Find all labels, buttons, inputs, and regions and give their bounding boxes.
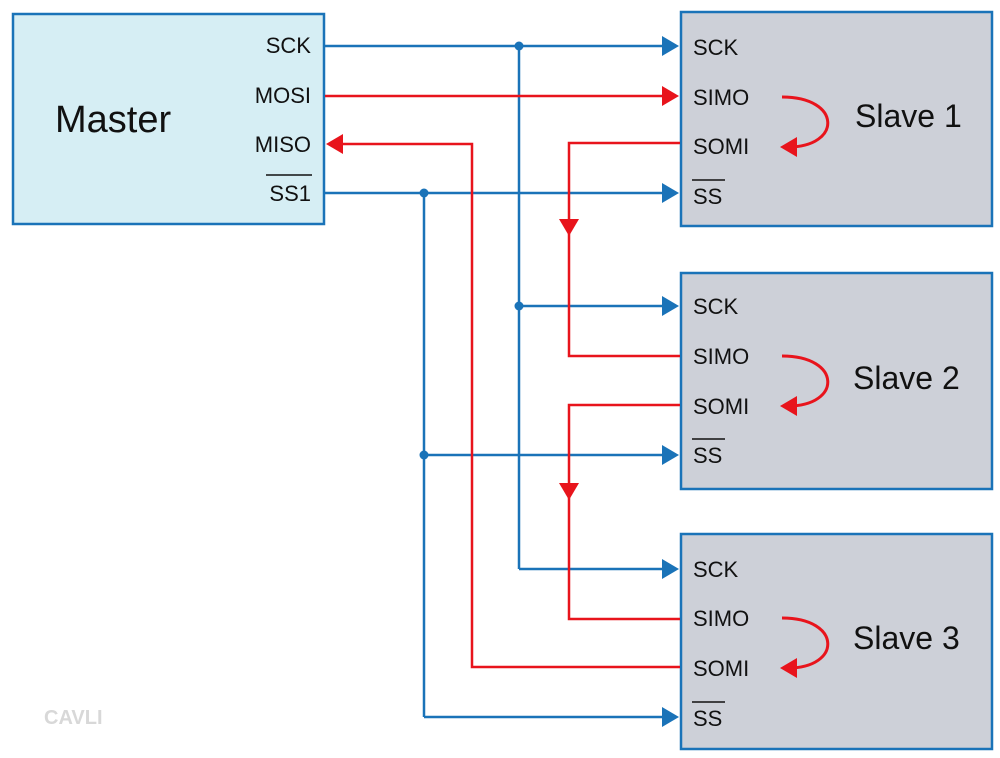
slave-1-internal-loop-arrow bbox=[781, 95, 830, 149]
slave-1-pin-ss: SS bbox=[693, 184, 722, 209]
slave-1-loop-arrowhead bbox=[780, 137, 797, 157]
watermark-logo: CAVLI bbox=[44, 707, 103, 729]
miso-arrowhead bbox=[326, 134, 343, 154]
slave-3-pin-sck: SCK bbox=[693, 557, 739, 582]
slave-1-title: Slave 1 bbox=[855, 98, 962, 134]
slave-2-internal-loop-arrow bbox=[781, 354, 830, 408]
slave-2-box: Slave 2 SCK SIMO SOMI SS bbox=[679, 271, 994, 491]
slave-2-pin-simo: SIMO bbox=[693, 344, 749, 369]
slave-2-pin-sck: SCK bbox=[693, 294, 739, 319]
slave-1-pin-simo: SIMO bbox=[693, 85, 749, 110]
mosi-arrowhead bbox=[662, 86, 679, 106]
slave-3-box: Slave 3 SCK SIMO SOMI SS bbox=[679, 532, 994, 751]
chain-somi1-to-simo2 bbox=[567, 141, 680, 358]
slave-2-pin-somi: SOMI bbox=[693, 394, 749, 419]
sck-arrowheads bbox=[662, 36, 679, 579]
chain-1-2-down-arrow bbox=[559, 219, 579, 236]
slave-1-pin-somi: SOMI bbox=[693, 134, 749, 159]
slave-3-loop-arrowhead bbox=[780, 658, 797, 678]
slave-3-title: Slave 3 bbox=[853, 620, 960, 656]
slave-3-pin-simo: SIMO bbox=[693, 606, 749, 631]
master-pin-miso: MISO bbox=[255, 132, 311, 157]
master-title: Master bbox=[55, 99, 171, 141]
slave-1-box: Slave 1 SCK SIMO SOMI SS bbox=[679, 10, 994, 228]
slave-1-pin-sck: SCK bbox=[693, 35, 739, 60]
slave-2-title: Slave 2 bbox=[853, 360, 960, 396]
slave-2-loop-arrowhead bbox=[780, 396, 797, 416]
ss-junction-dot-1 bbox=[419, 188, 429, 198]
slave-2-pin-ss: SS bbox=[693, 443, 722, 468]
miso-return-line bbox=[343, 142, 680, 669]
ss-junction-dot-2 bbox=[419, 450, 429, 460]
sck-junction-dot-2 bbox=[514, 301, 524, 311]
master-pin-ss1: SS1 bbox=[269, 181, 311, 206]
ss-bus bbox=[325, 191, 662, 719]
master-box: Master SCK MOSI MISO SS1 bbox=[11, 12, 326, 226]
ss-arrowheads bbox=[662, 183, 679, 727]
sck-junction-dot-1 bbox=[514, 41, 524, 51]
slave-3-internal-loop-arrow bbox=[781, 616, 830, 670]
sck-bus bbox=[325, 44, 662, 571]
master-pin-sck: SCK bbox=[266, 33, 312, 58]
slave-3-pin-somi: SOMI bbox=[693, 656, 749, 681]
master-pin-mosi: MOSI bbox=[255, 83, 311, 108]
chain-somi2-to-simo3 bbox=[567, 403, 680, 621]
slave-3-pin-ss: SS bbox=[693, 706, 722, 731]
chain-2-3-down-arrow bbox=[559, 483, 579, 500]
